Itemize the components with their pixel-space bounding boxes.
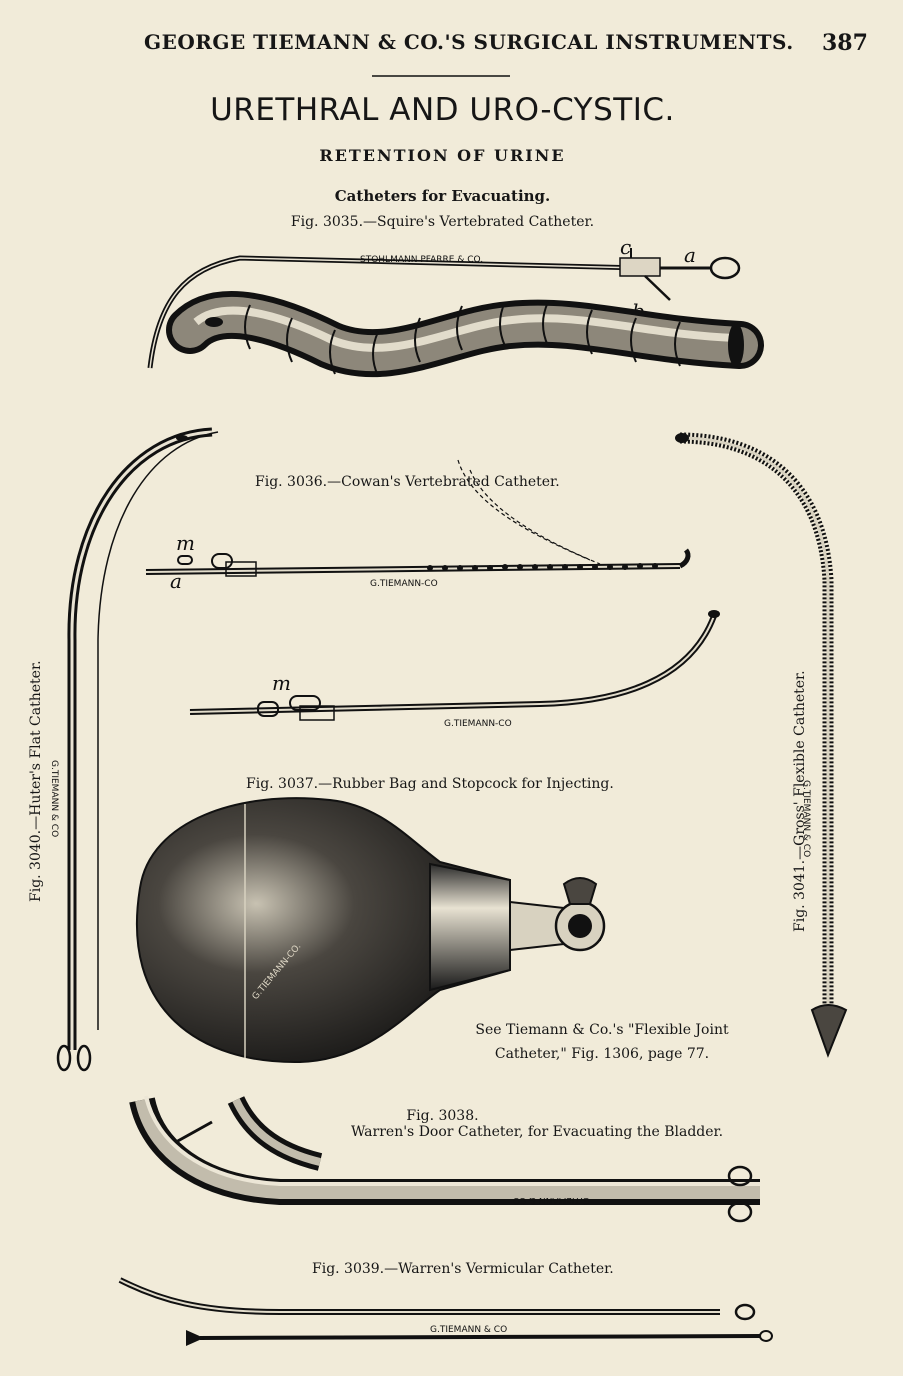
- cowan-catheter: [145, 459, 691, 577]
- page-title: URETHRAL AND URO-CYSTIC.: [210, 92, 675, 128]
- subsection-title: Catheters for Evacuating.: [334, 187, 551, 205]
- rubber-bag-stopcock: [135, 797, 606, 1064]
- tiemann-engraving-right: G.TIEMANN & CO: [801, 780, 811, 857]
- tiemann-engraving-left: G.TIEMANN & CO: [49, 760, 59, 837]
- label-c: c: [620, 235, 631, 259]
- caption-fig-3035: Fig. 3035.—Squire's Vertebrated Catheter…: [290, 214, 595, 230]
- squire-catheter: [147, 248, 741, 369]
- see-also-line-1: See Tiemann & Co.'s "Flexible Joint: [475, 1022, 729, 1038]
- label-a-lower: a: [170, 569, 182, 593]
- page-number: 387: [822, 30, 868, 56]
- running-header: GEORGE TIEMANN & CO.'S SURGICAL INSTRUME…: [144, 30, 794, 54]
- section-title: RETENTION OF URINE: [319, 146, 566, 165]
- tiemann-engraving-door: G.TIEMANN & CO: [513, 1195, 590, 1205]
- caption-fig-3038-title: Warren's Door Catheter, for Evacuating t…: [351, 1124, 724, 1140]
- warren-door-catheter: [129, 1095, 760, 1223]
- caption-fig-3039: Fig. 3039.—Warren's Vermicular Catheter.: [312, 1261, 614, 1277]
- label-m-upper: m: [176, 531, 195, 555]
- caption-fig-3037: Fig. 3037.—Rubber Bag and Stopcock for I…: [246, 776, 614, 792]
- huter-flat-catheter: [56, 427, 219, 1072]
- caption-fig-3036: Fig. 3036.—Cowan's Vertebrated Catheter.: [255, 474, 560, 490]
- label-a: a: [684, 243, 696, 267]
- see-also-note: See Tiemann & Co.'s "Flexible Joint Cath…: [442, 1018, 762, 1066]
- warren-vermicular-catheter: [118, 1277, 773, 1346]
- vertebrated-segment-tube: [166, 291, 764, 378]
- tiemann-engraving-2: G.TIEMANN-CO: [444, 719, 512, 729]
- see-also-line-2: Catheter," Fig. 1306, page 77.: [494, 1046, 710, 1062]
- label-m-lower: m: [272, 671, 291, 695]
- tiemann-engraving-1: G.TIEMANN-CO: [370, 579, 438, 589]
- stohlmann-engraving: STOHLMANN PFARRE & CO.: [360, 255, 483, 265]
- caption-fig-3038-number: Fig. 3038.: [406, 1108, 479, 1124]
- tiemann-engraving-amp: G.TIEMANN & CO: [430, 1325, 507, 1335]
- gross-flexible-catheter: [675, 432, 848, 1058]
- second-catheter: [189, 610, 720, 721]
